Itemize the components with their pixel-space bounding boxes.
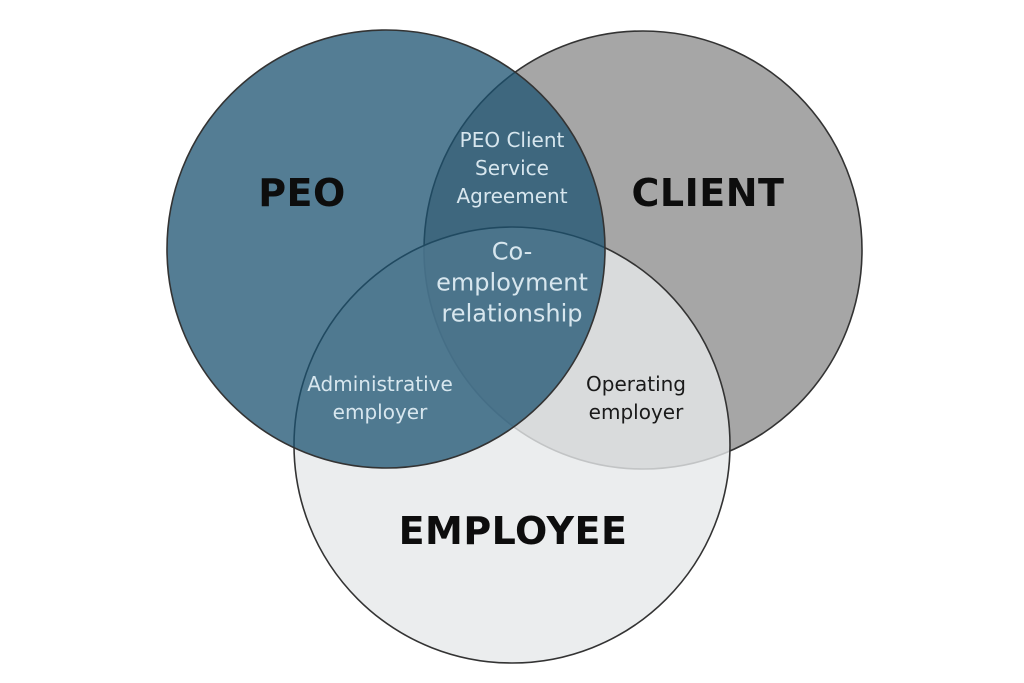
co-employment-overlap-label: Co- employment relationship [436,237,588,328]
administrative-employer-overlap-label: Administrative employer [307,372,453,424]
operating-employer-overlap-label: Operating employer [586,372,686,424]
peo-client-overlap-label: PEO Client Service Agreement [456,128,568,208]
employee-circle-label: EMPLOYEE [398,509,628,553]
client-circle-label: CLIENT [631,171,785,215]
peo-circle-label: PEO [258,171,346,215]
peo-circle [166,29,606,469]
